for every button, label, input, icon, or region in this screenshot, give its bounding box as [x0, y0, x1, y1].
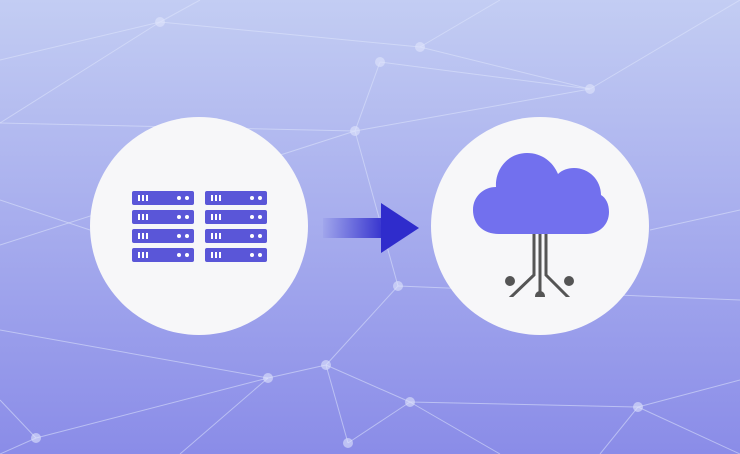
server-vents	[211, 252, 223, 258]
server-rack-icon	[205, 191, 267, 267]
network-node	[31, 433, 41, 443]
server-unit	[132, 210, 194, 224]
network-line	[267, 364, 327, 379]
network-line	[0, 21, 161, 124]
cloud-network-icon	[473, 153, 609, 297]
server-rack-icon	[132, 191, 194, 267]
server-status-leds	[250, 215, 262, 219]
network-node	[350, 126, 360, 136]
server-unit	[205, 248, 267, 262]
network-node	[343, 438, 353, 448]
server-vents	[138, 195, 150, 201]
server-status-leds	[177, 215, 189, 219]
network-line	[637, 379, 740, 408]
network-line	[409, 401, 639, 408]
server-vents	[211, 214, 223, 220]
server-vents	[211, 233, 223, 239]
server-status-leds	[177, 234, 189, 238]
server-status-leds	[250, 253, 262, 257]
network-line	[347, 401, 411, 444]
network-line	[0, 199, 91, 231]
network-line	[379, 61, 591, 90]
network-line	[325, 285, 399, 366]
network-node	[405, 397, 415, 407]
network-node	[321, 360, 331, 370]
server-status-leds	[177, 196, 189, 200]
network-line	[0, 437, 37, 454]
server-unit	[205, 191, 267, 205]
network-node	[415, 42, 425, 52]
server-vents	[138, 233, 150, 239]
server-unit	[205, 210, 267, 224]
network-line	[649, 209, 740, 231]
server-vents	[138, 214, 150, 220]
network-line	[419, 0, 501, 48]
network-node	[155, 17, 165, 27]
connector-endpoints	[505, 276, 574, 297]
network-line	[409, 401, 501, 454]
network-line	[0, 399, 37, 439]
network-line	[325, 364, 349, 444]
network-line	[159, 0, 201, 23]
server-vents	[211, 195, 223, 201]
network-node	[263, 373, 273, 383]
server-unit	[132, 191, 194, 205]
network-line	[0, 21, 161, 61]
arrow-tail	[323, 218, 387, 238]
server-unit	[132, 229, 194, 243]
network-node	[585, 84, 595, 94]
network-line	[599, 406, 639, 454]
network-line	[0, 329, 269, 379]
network-line	[179, 377, 269, 454]
server-vents	[138, 252, 150, 258]
arrow-head	[381, 203, 419, 253]
cloud-connectors	[508, 230, 571, 297]
network-line	[419, 46, 591, 90]
network-line	[35, 377, 269, 439]
network-node	[393, 281, 403, 291]
network-node	[633, 402, 643, 412]
network-line	[159, 21, 421, 48]
cloud-shape	[473, 153, 609, 234]
network-nodes	[31, 17, 643, 448]
network-line	[325, 364, 411, 403]
network-line	[354, 130, 399, 287]
server-unit	[132, 248, 194, 262]
network-line	[354, 88, 591, 132]
network-line	[354, 61, 381, 132]
network-line	[637, 406, 740, 454]
server-unit	[205, 229, 267, 243]
network-line	[589, 0, 740, 90]
server-status-leds	[250, 234, 262, 238]
server-status-leds	[177, 253, 189, 257]
server-status-leds	[250, 196, 262, 200]
on-premise-servers-circle	[90, 117, 308, 335]
cloud-circle	[431, 117, 649, 335]
network-node	[375, 57, 385, 67]
arrow-right-icon	[323, 203, 419, 253]
